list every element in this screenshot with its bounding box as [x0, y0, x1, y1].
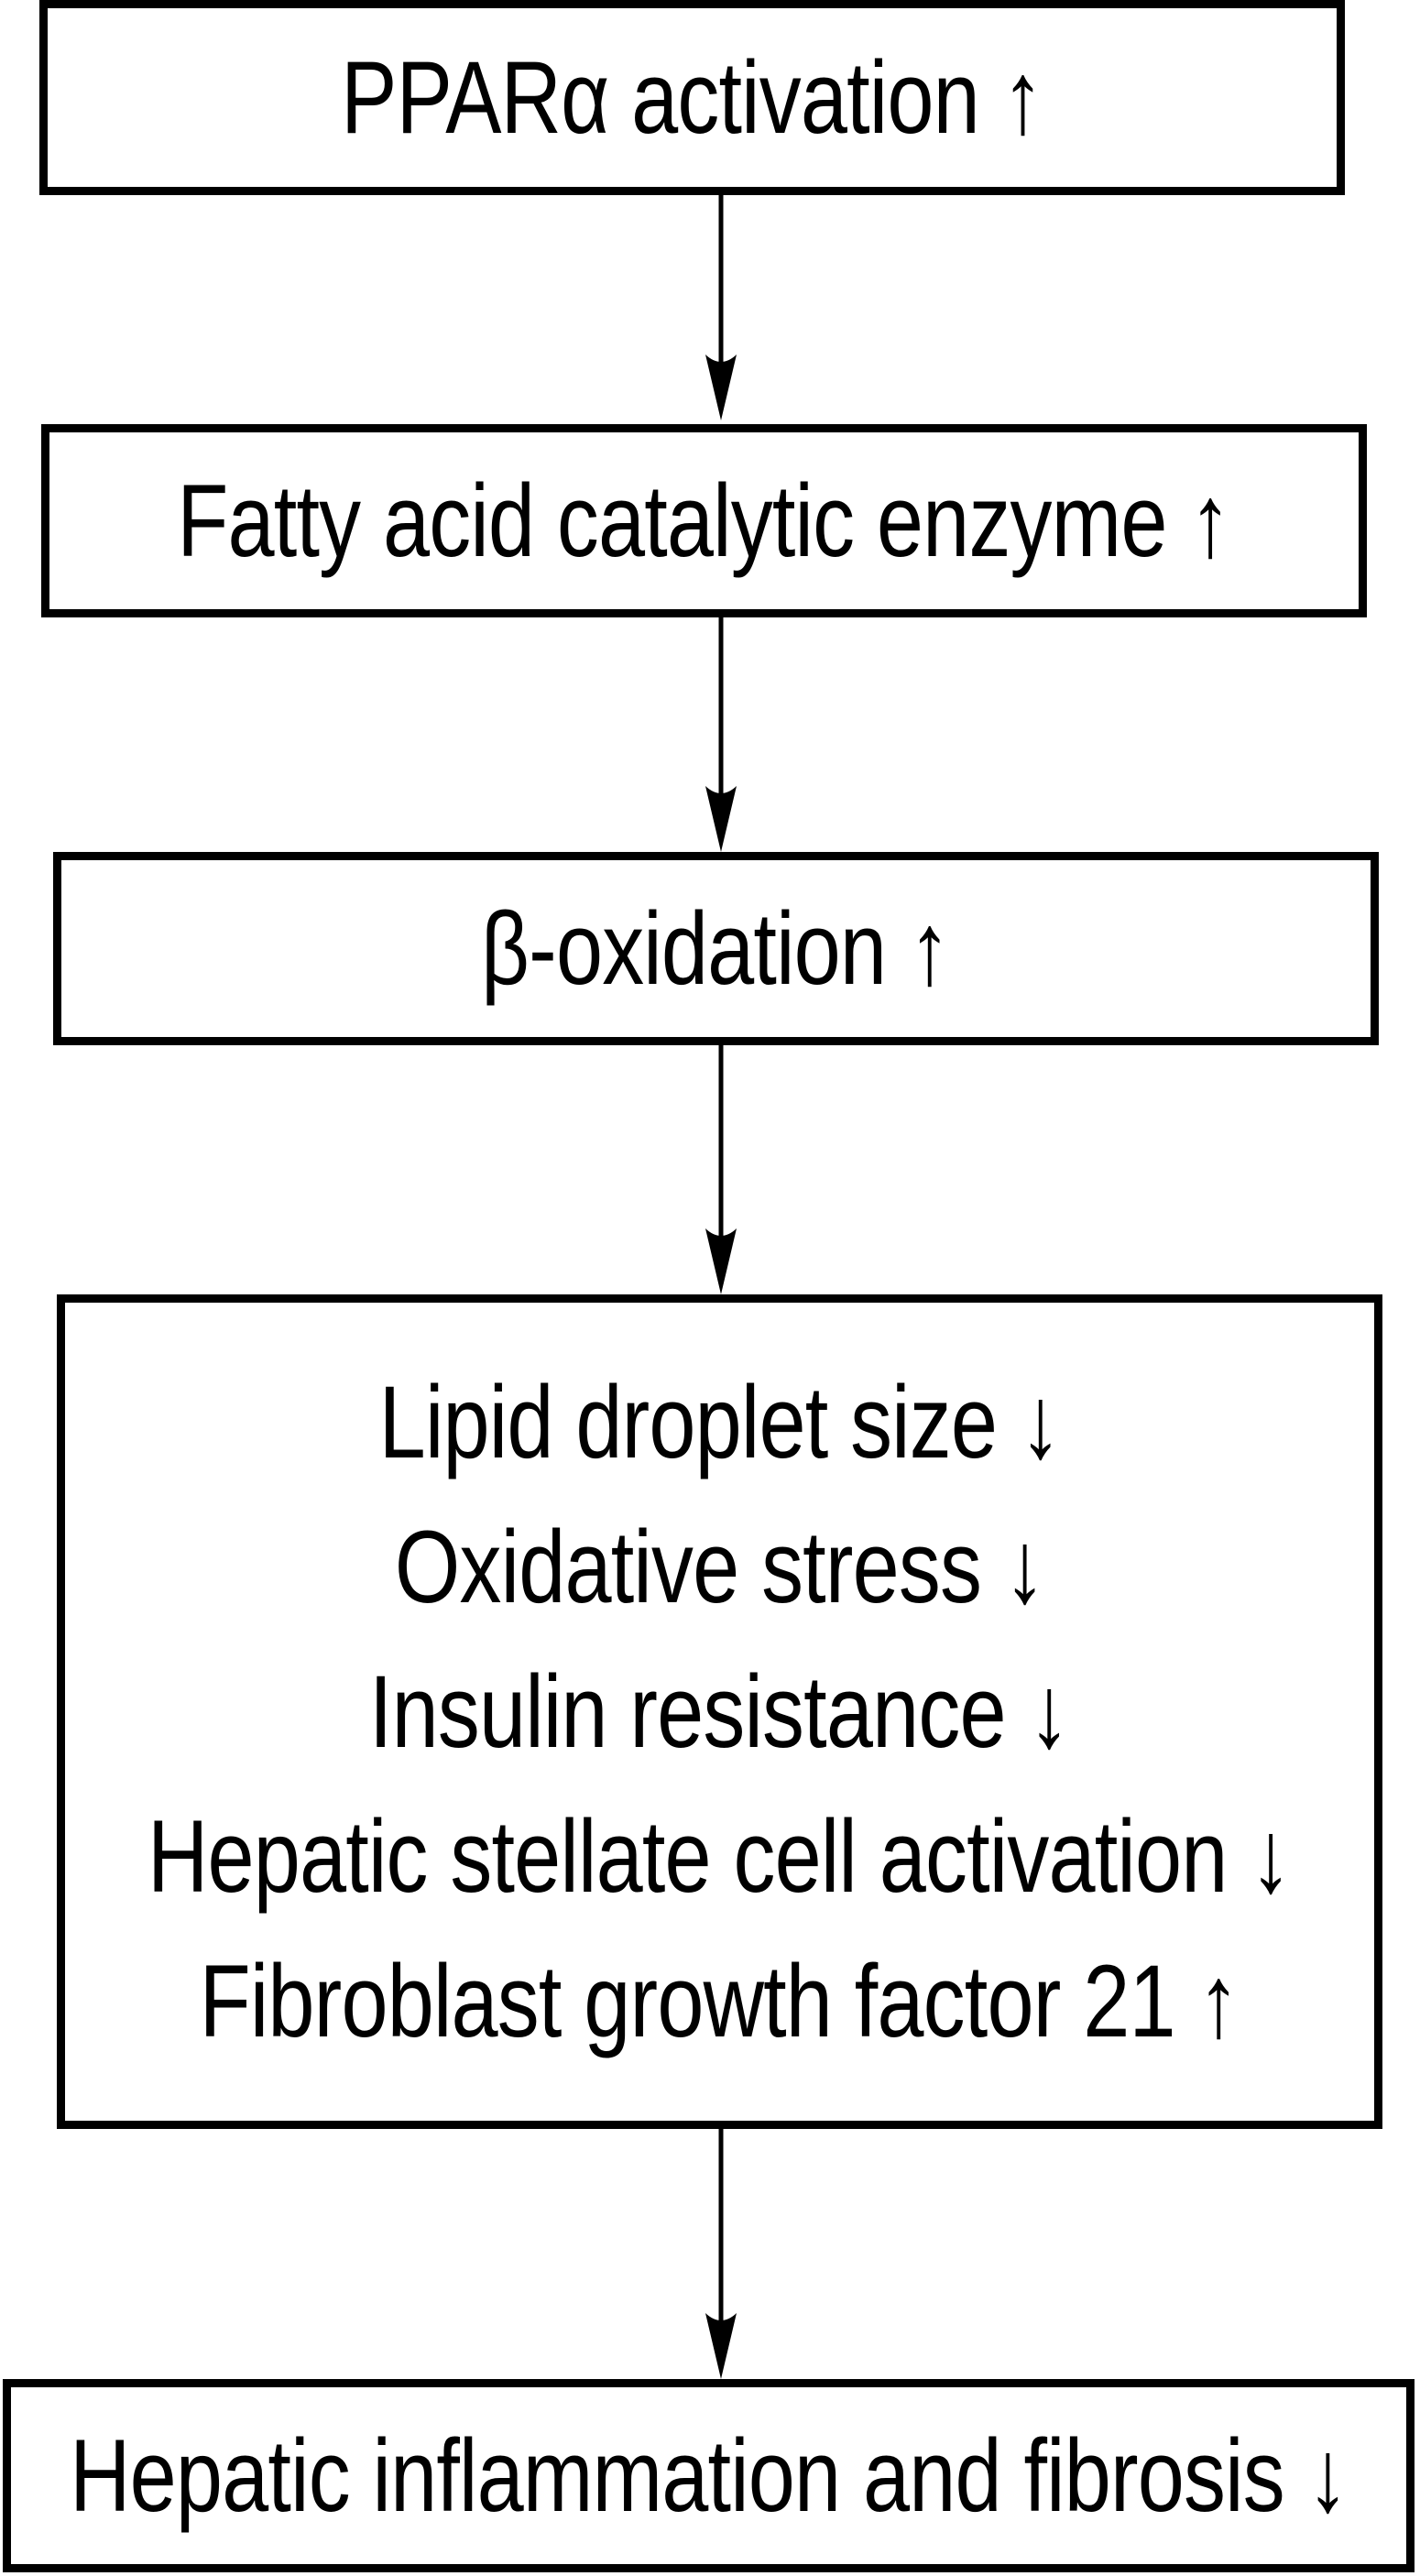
- node-label: Insulin resistance ↓: [369, 1654, 1070, 1769]
- node-downstream-effects: Lipid droplet size ↓ Oxidative stress ↓ …: [57, 1294, 1382, 2129]
- node-label: β-oxidation ↑: [481, 890, 952, 1006]
- node-fatty-acid-catalytic-enzyme: Fatty acid catalytic enzyme ↑: [41, 424, 1367, 617]
- down-arrow-connector: [705, 195, 737, 420]
- node-label: Fatty acid catalytic enzyme ↑: [177, 463, 1231, 578]
- down-arrow-connector: [705, 617, 737, 852]
- node-label: Lipid droplet size ↓: [378, 1364, 1061, 1479]
- node-label: Hepatic inflammation and fibrosis ↓: [69, 2418, 1349, 2533]
- down-arrow-connector: [705, 1045, 737, 1294]
- node-label: Hepatic stellate cell activation ↓: [147, 1798, 1292, 1914]
- node-beta-oxidation: β-oxidation ↑: [53, 852, 1379, 1045]
- node-label: PPARα activation ↑: [341, 39, 1043, 155]
- down-arrow-connector: [705, 2129, 737, 2379]
- node-label: Oxidative stress ↓: [394, 1509, 1046, 1624]
- node-ppar-alpha-activation: PPARα activation ↑: [39, 0, 1345, 195]
- node-hepatic-inflammation-and-fibrosis: Hepatic inflammation and fibrosis ↓: [3, 2379, 1415, 2572]
- node-label: Fibroblast growth factor 21 ↑: [200, 1943, 1240, 2058]
